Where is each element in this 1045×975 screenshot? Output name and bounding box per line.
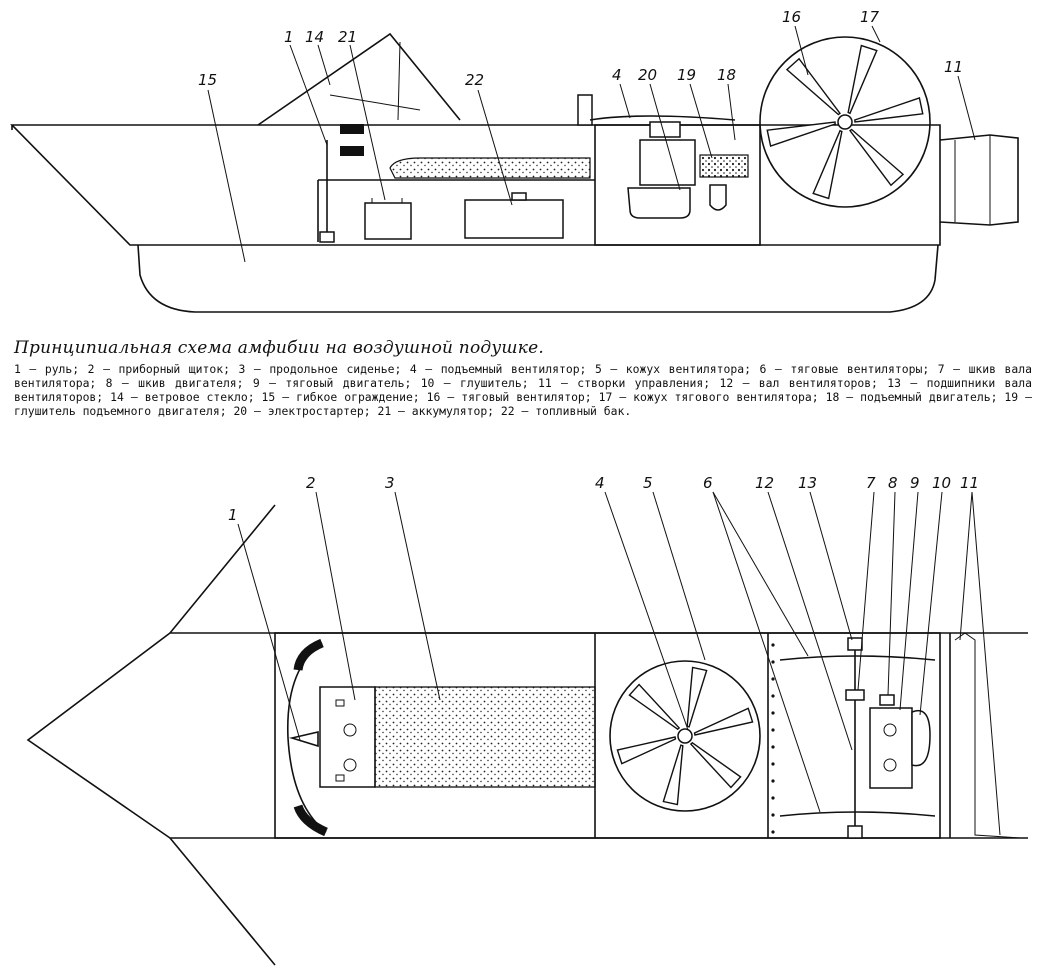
rivet <box>771 796 775 800</box>
caption-legend: 1 — руль; 2 — приборный щиток; 3 — продо… <box>14 362 1032 418</box>
thrust-fan-hub <box>837 114 853 130</box>
fan-blade <box>616 736 677 765</box>
fan-blade <box>686 666 708 728</box>
lift-fan-shroud <box>609 660 761 812</box>
thrust-fan-shroud <box>759 36 931 208</box>
callout-side-16: 16 <box>782 8 801 26</box>
callout-top-12: 12 <box>755 474 774 492</box>
callout-side-14: 14 <box>305 28 324 46</box>
callout-side-1: 1 <box>284 28 294 46</box>
callout-top-6: 6 <box>703 474 713 492</box>
steering-wheel-side <box>340 124 364 134</box>
windshield <box>257 32 461 126</box>
callout-side-19: 19 <box>677 66 696 84</box>
rivet <box>771 762 775 766</box>
fan-blade <box>689 741 742 789</box>
callout-top-10: 10 <box>932 474 951 492</box>
rivet <box>771 643 775 647</box>
bearing-top <box>847 637 863 651</box>
top-callouts: 1 2 3 4 5 6 12 13 7 8 9 10 11 <box>228 474 1001 836</box>
rivet <box>771 711 775 715</box>
side-view <box>10 32 1019 313</box>
rivet <box>771 677 775 681</box>
rivet <box>771 779 775 783</box>
bulkhead-rivets <box>771 643 775 834</box>
electric-starter <box>627 187 691 219</box>
figure-caption: Принципиальная схема амфибии на воздушно… <box>14 338 1032 418</box>
caption-title: Принципиальная схема амфибии на воздушно… <box>14 338 544 358</box>
long-seat <box>374 686 596 788</box>
fuel-tank <box>464 199 564 239</box>
lift-fan-blades <box>616 666 754 806</box>
callout-side-20: 20 <box>638 66 657 84</box>
fan-blade <box>812 129 843 200</box>
callout-top-8: 8 <box>888 474 898 492</box>
callout-top-5: 5 <box>643 474 653 492</box>
callout-top-13: 13 <box>798 474 817 492</box>
callout-side-17: 17 <box>860 8 880 26</box>
fan-blade <box>662 744 684 806</box>
rivet <box>771 660 775 664</box>
bearing-bottom <box>847 825 863 839</box>
callout-top-1: 1 <box>228 506 238 524</box>
instrument-panel <box>319 686 376 788</box>
callout-side-15: 15 <box>198 71 217 89</box>
thrust-fan-blades <box>766 44 924 200</box>
rivet <box>771 728 775 732</box>
rivet <box>771 813 775 817</box>
fan-blade <box>854 97 924 123</box>
fan-blade <box>628 683 681 731</box>
callout-top-2: 2 <box>306 474 316 492</box>
top-view <box>26 504 1028 966</box>
fan-blade <box>849 128 905 187</box>
fan-blade <box>693 707 754 736</box>
battery <box>364 202 412 240</box>
thrust-fan-bottom <box>779 811 936 817</box>
flexible-skirt <box>137 244 939 313</box>
lift-muffler <box>699 154 749 178</box>
thrust-fan-top <box>779 655 936 661</box>
callout-side-21: 21 <box>338 28 357 46</box>
rivet <box>771 745 775 749</box>
callout-side-11: 11 <box>944 58 963 76</box>
rivet <box>771 694 775 698</box>
fan-blade <box>785 57 841 116</box>
callout-top-7: 7 <box>866 474 876 492</box>
rivet <box>771 830 775 834</box>
fan-blade <box>847 44 878 115</box>
callout-top-11: 11 <box>960 474 979 492</box>
callout-top-4: 4 <box>595 474 605 492</box>
thrust-muffler <box>911 710 931 767</box>
callout-top-9: 9 <box>910 474 920 492</box>
fan-pulley <box>845 689 865 701</box>
side-callouts: 1 14 21 15 22 4 20 19 18 16 17 11 <box>198 8 976 263</box>
lift-fan-hub <box>677 728 693 744</box>
callout-side-18: 18 <box>717 66 736 84</box>
fan-blade <box>766 121 836 147</box>
side-seat <box>389 157 591 179</box>
callout-top-3: 3 <box>385 474 395 492</box>
control-flaps-side <box>939 134 1019 226</box>
callout-side-4: 4 <box>612 66 622 84</box>
thrust-engine <box>869 707 913 789</box>
callout-side-22: 22 <box>465 71 484 89</box>
